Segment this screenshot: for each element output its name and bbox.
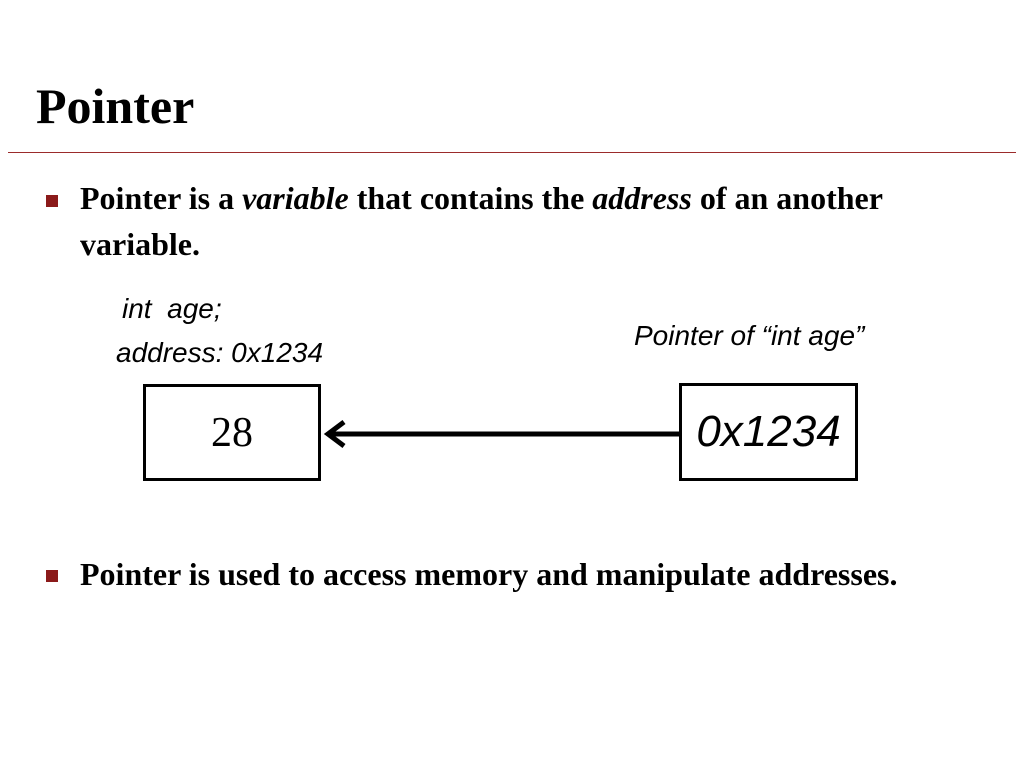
- bullet-emphasis-address: address: [592, 180, 692, 216]
- bullet-usage: Pointer is used to access memory and man…: [80, 556, 898, 592]
- bullet-text-segment: of an another variable.: [80, 180, 883, 262]
- bullet-square-icon: [46, 570, 58, 582]
- bullet-text-segment: that contains the: [348, 180, 593, 216]
- pointer-arrow-icon: [323, 420, 680, 448]
- title-divider: [8, 152, 1016, 153]
- bullet-text-segment: Pointer is a: [80, 180, 243, 216]
- pointer-caption: Pointer of “int age”: [634, 320, 865, 351]
- variable-memory-box: 28: [143, 384, 321, 481]
- bullet-definition: Pointer is a variable that contains the …: [80, 175, 980, 267]
- variable-address-label: address: 0x1234: [116, 337, 324, 368]
- variable-declaration-label: int age;: [122, 293, 222, 324]
- variable-value: 28: [211, 409, 253, 456]
- bullet-square-icon: [46, 195, 58, 207]
- bullet-emphasis-variable: variable: [242, 180, 349, 216]
- slide-title: Pointer: [36, 78, 195, 134]
- pointer-value: 0x1234: [696, 407, 841, 456]
- pointer-memory-box: 0x1234: [679, 383, 858, 481]
- arrow-head: [323, 420, 346, 448]
